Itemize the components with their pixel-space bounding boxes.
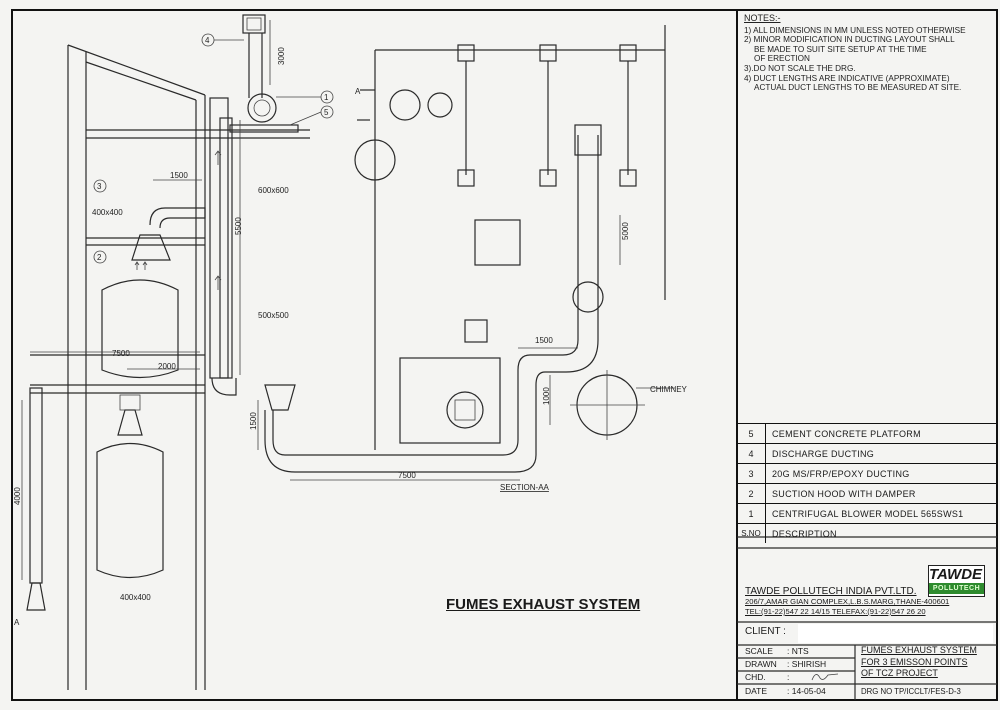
drawing-border <box>11 9 998 701</box>
client-label: CLIENT : <box>745 626 786 637</box>
parts-row: 2 SUCTION HOOD WITH DAMPER <box>737 484 997 504</box>
company-name: TAWDE POLLUTECH INDIA PVT.LTD. <box>745 586 917 597</box>
parts-list: 5 CEMENT CONCRETE PLATFORM 4 DISCHARGE DUC… <box>737 423 997 543</box>
note-line: 4) DUCT LENGTHS ARE INDICATIVE (APPROXIM… <box>744 73 950 83</box>
drawing-title: FUMES EXHAUST SYSTEM <box>446 596 641 613</box>
dim-400x400-hood: 400x400 <box>92 208 123 217</box>
part-desc: DISCHARGE DUCTING <box>772 448 875 459</box>
parts-row: 4 DISCHARGE DUCTING <box>737 444 997 464</box>
dim-400x400-lower: 400x400 <box>120 593 151 602</box>
dim-1500-hood: 1500 <box>249 412 258 430</box>
dim-5500: 5500 <box>234 217 243 235</box>
dim-1500-plan: 1500 <box>535 336 553 345</box>
vessel-lower <box>96 443 164 579</box>
callout-5: 5 <box>324 108 329 117</box>
callout-1: 1 <box>324 93 329 102</box>
part-desc: CENTRIFUGAL BLOWER MODEL 565SWS1 <box>772 508 964 519</box>
dim-1500-branch: 1500 <box>170 171 188 180</box>
callout-4: 4 <box>205 36 210 45</box>
blower-icon <box>247 93 277 123</box>
drawn-label: DRAWN <box>745 659 777 669</box>
dim-7500-elevation: 7500 <box>112 349 130 358</box>
checked-value: : <box>787 672 790 682</box>
parts-row: 1 CENTRIFUGAL BLOWER MODEL 565SWS1 <box>737 504 997 524</box>
note-line: 1) ALL DIMENSIONS IN MM UNLESS NOTED OTH… <box>744 25 966 35</box>
title-line: FUMES EXHAUST SYSTEM <box>861 645 977 655</box>
notes-heading: NOTES:- <box>744 13 781 23</box>
header-sno: S.NO <box>737 524 766 543</box>
dim-2000: 2000 <box>158 362 176 371</box>
callout-3: 3 <box>97 182 102 191</box>
scale-value: : NTS <box>787 646 809 656</box>
dim-600x600: 600x600 <box>258 186 289 195</box>
drawn-value: : SHIRISH <box>787 659 827 669</box>
part-desc: CEMENT CONCRETE PLATFORM <box>772 428 921 439</box>
company-block: TAWDE POLLUTECH INDIA PVT.LTD. 206/7,AMA… <box>745 586 949 617</box>
plan-view <box>257 25 675 481</box>
header-description: DESCRIPTION <box>772 528 837 539</box>
note-line: BE MADE TO SUIT SITE SETUP AT THE TIME <box>754 44 927 54</box>
company-phone: TEL:(91-22)547 22 14/15 TELEFAX:(91-22)5… <box>745 607 926 616</box>
section-aa-label: SECTION-AA <box>500 483 550 492</box>
scale-label: SCALE <box>745 646 773 656</box>
part-desc: 20G MS/FRP/EPOXY DUCTING <box>772 468 910 479</box>
section-marker-bottom: A <box>14 618 20 627</box>
date-value: : 14-05-04 <box>787 686 826 696</box>
dim-7500-plan: 7500 <box>398 471 416 480</box>
vessel-upper <box>101 279 179 379</box>
checked-label: CHD. <box>745 672 766 682</box>
note-line: OF ERECTION <box>754 54 810 64</box>
logo-top: TAWDE <box>929 566 983 583</box>
parts-header: S.NO DESCRIPTION <box>737 524 997 543</box>
dim-1000: 1000 <box>542 387 551 405</box>
notes-section: NOTES:- 1) ALL DIMENSIONS IN MM UNLESS N… <box>744 13 994 93</box>
note-line: 2) MINOR MODIFICATION IN DUCTING LAYOUT … <box>744 35 955 45</box>
note-line: ACTUAL DUCT LENGTHS TO BE MEASURED AT SI… <box>754 83 962 93</box>
chimney-label: CHIMNEY <box>650 385 688 394</box>
title-line: FOR 3 EMISSON POINTS <box>861 656 968 667</box>
part-no: 2 <box>737 484 766 503</box>
company-address: 206/7,AMAR GIAN COMPLEX,L.B.S.MARG,THANE… <box>745 597 950 606</box>
date-label: DATE <box>745 686 768 696</box>
note-line: 3).DO NOT SCALE THE DRG. <box>744 63 856 73</box>
part-desc: SUCTION HOOD WITH DAMPER <box>772 488 916 499</box>
part-no: 3 <box>737 464 766 483</box>
dim-5000: 5000 <box>621 222 630 240</box>
dim-500x500: 500x500 <box>258 311 289 320</box>
part-no: 4 <box>737 444 766 463</box>
callout-2: 2 <box>97 253 102 262</box>
company-logo: TAWDE POLLUTECH <box>928 565 985 597</box>
part-no: 5 <box>737 424 766 443</box>
dim-4000: 4000 <box>13 487 22 505</box>
elevation-view <box>21 14 334 690</box>
part-no: 1 <box>737 504 766 523</box>
parts-row: 3 20G MS/FRP/EPOXY DUCTING <box>737 464 997 484</box>
dim-3000: 3000 <box>277 47 286 65</box>
checker-signature <box>811 673 839 681</box>
drawing-number: DRG NO TP/ICCLT/FES-D-3 <box>861 687 961 696</box>
title-line: OF TCZ PROJECT <box>861 668 938 678</box>
drawing-title-block: FUMES EXHAUST SYSTEM FOR 3 EMISSON POINT… <box>861 645 977 680</box>
logo-bottom: POLLUTECH <box>929 583 984 594</box>
parts-row: 5 CEMENT CONCRETE PLATFORM <box>737 424 997 444</box>
section-marker-top: A <box>355 87 361 96</box>
